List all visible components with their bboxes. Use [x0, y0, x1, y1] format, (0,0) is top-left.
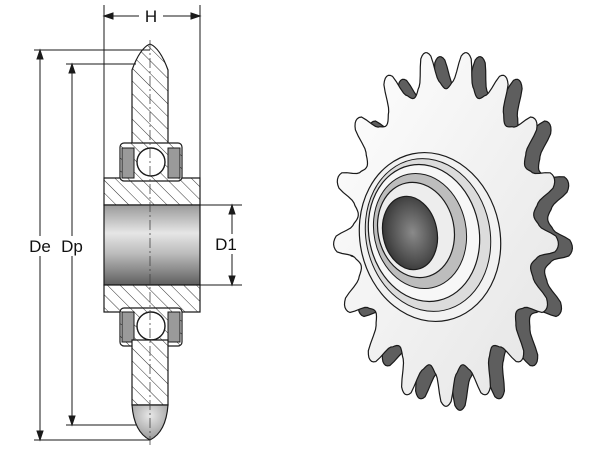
label-d1: D1: [215, 235, 237, 254]
label-dp: Dp: [61, 237, 83, 256]
upper-bearing-ball: [136, 147, 166, 177]
upper-hub-section: [103, 177, 201, 206]
label-de: De: [29, 237, 51, 256]
bore-hole: [381, 195, 439, 271]
bore-cylinder: [103, 204, 201, 286]
lower-bearing-ball: [136, 311, 166, 341]
upper-bearing: [119, 142, 183, 182]
sprocket-3d-view: [332, 52, 574, 412]
label-h: H: [145, 7, 157, 26]
lower-hub-section: [103, 284, 201, 313]
section-view: [103, 40, 201, 445]
